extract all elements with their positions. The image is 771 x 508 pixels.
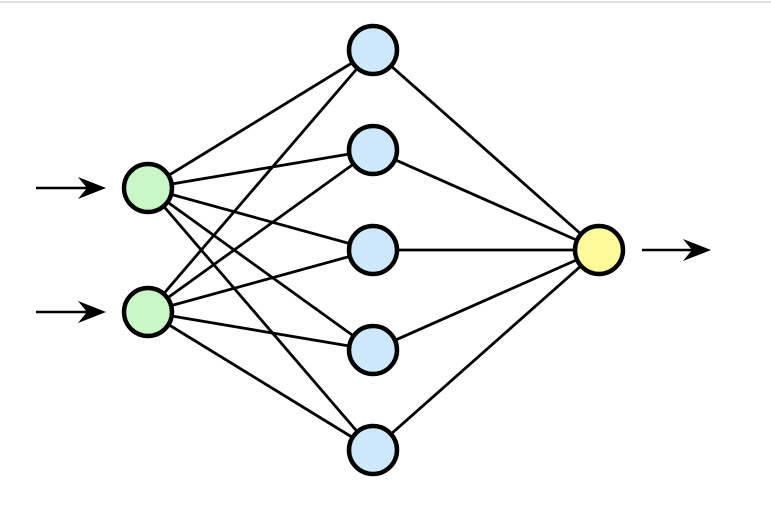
hidden-node-hidden-2 [346, 123, 400, 177]
edge-input-1-to-hidden-5 [146, 187, 375, 451]
hidden-node-hidden-4 [346, 323, 400, 377]
edge-hidden-1-to-output-1 [372, 48, 600, 252]
edge-input-2-to-hidden-1 [146, 49, 375, 313]
edge-input-2-to-hidden-2 [147, 148, 374, 314]
edge-input-2-to-hidden-4 [147, 310, 374, 352]
edge-hidden-4-to-output-1 [372, 248, 600, 352]
output-node-output-1 [572, 223, 626, 277]
edge-input-1-to-hidden-4 [147, 186, 374, 352]
input-arrow-2-head [78, 301, 106, 323]
edge-hidden-5-to-output-1 [372, 248, 600, 452]
hidden-node-hidden-5 [346, 423, 400, 477]
input-node-input-2 [121, 285, 175, 339]
edge-input-1-to-hidden-3 [147, 186, 374, 252]
window-top-border [0, 1, 771, 3]
edge-input-2-to-hidden-3 [147, 248, 374, 314]
input-node-input-1 [121, 161, 175, 215]
edge-input-2-to-hidden-5 [147, 310, 374, 452]
hidden-node-hidden-1 [346, 23, 400, 77]
input-arrow-1-head [78, 177, 106, 199]
output-arrow-head [683, 239, 711, 261]
edge-input-1-to-hidden-1 [147, 48, 374, 190]
hidden-node-hidden-3 [346, 223, 400, 277]
edge-input-1-to-hidden-2 [147, 148, 374, 190]
edge-hidden-2-to-output-1 [372, 148, 600, 252]
